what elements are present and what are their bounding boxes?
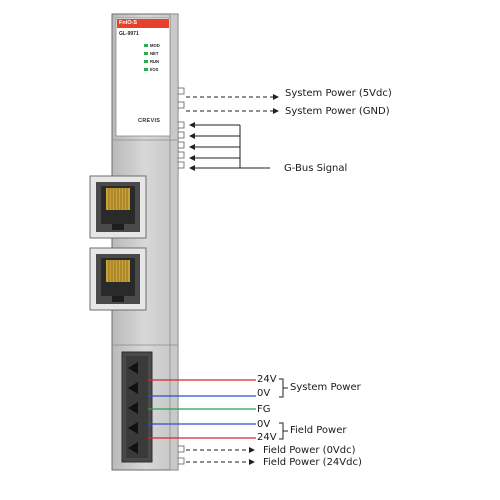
brand-badge-text: FnIO-S xyxy=(119,20,138,26)
field-power-arrows xyxy=(186,447,255,465)
label-field-power: Field Power xyxy=(290,425,347,436)
label-field-power-24vdc: Field Power (24Vdc) xyxy=(263,457,362,468)
gbus-contacts xyxy=(178,121,185,169)
rj45-port-2 xyxy=(89,247,147,311)
led-ios xyxy=(144,68,148,71)
label-24v-top: 24V xyxy=(257,374,277,385)
led-label-ios: I/OS xyxy=(150,67,159,72)
led-label-run: RUN xyxy=(150,59,160,64)
maker-logo-text: CREVIS xyxy=(138,118,161,124)
brand-badge xyxy=(117,19,169,28)
label-system-power: System Power xyxy=(290,382,361,393)
label-system-power-gnd: System Power (GND) xyxy=(285,106,390,117)
led-label-mod: MOD xyxy=(150,43,160,48)
led-mod xyxy=(144,44,148,47)
label-panel xyxy=(115,17,171,137)
system-power-contacts xyxy=(178,87,185,109)
field-power-bracket xyxy=(279,422,288,440)
power-terminal-block xyxy=(121,351,153,463)
label-0v-bottom: 0V xyxy=(257,419,271,430)
gbus-arrows xyxy=(189,122,270,171)
label-gbus-signal: G-Bus Signal xyxy=(284,163,348,174)
label-system-power-5vdc: System Power (5Vdc) xyxy=(285,88,392,99)
label-field-power-0vdc: Field Power (0Vdc) xyxy=(263,445,356,456)
rj45-port-1 xyxy=(89,175,147,239)
label-0v-top: 0V xyxy=(257,388,271,399)
led-group xyxy=(144,44,148,71)
led-label-net: NET xyxy=(150,51,159,56)
model-number: GL-9971 xyxy=(119,31,139,37)
system-power-bracket xyxy=(279,378,288,398)
terminal-wires xyxy=(148,379,256,439)
system-power-arrows xyxy=(186,94,279,114)
led-net xyxy=(144,52,148,55)
label-fg: FG xyxy=(257,404,271,415)
label-24v-bottom: 24V xyxy=(257,432,277,443)
field-power-contacts xyxy=(178,445,185,465)
led-run xyxy=(144,60,148,63)
